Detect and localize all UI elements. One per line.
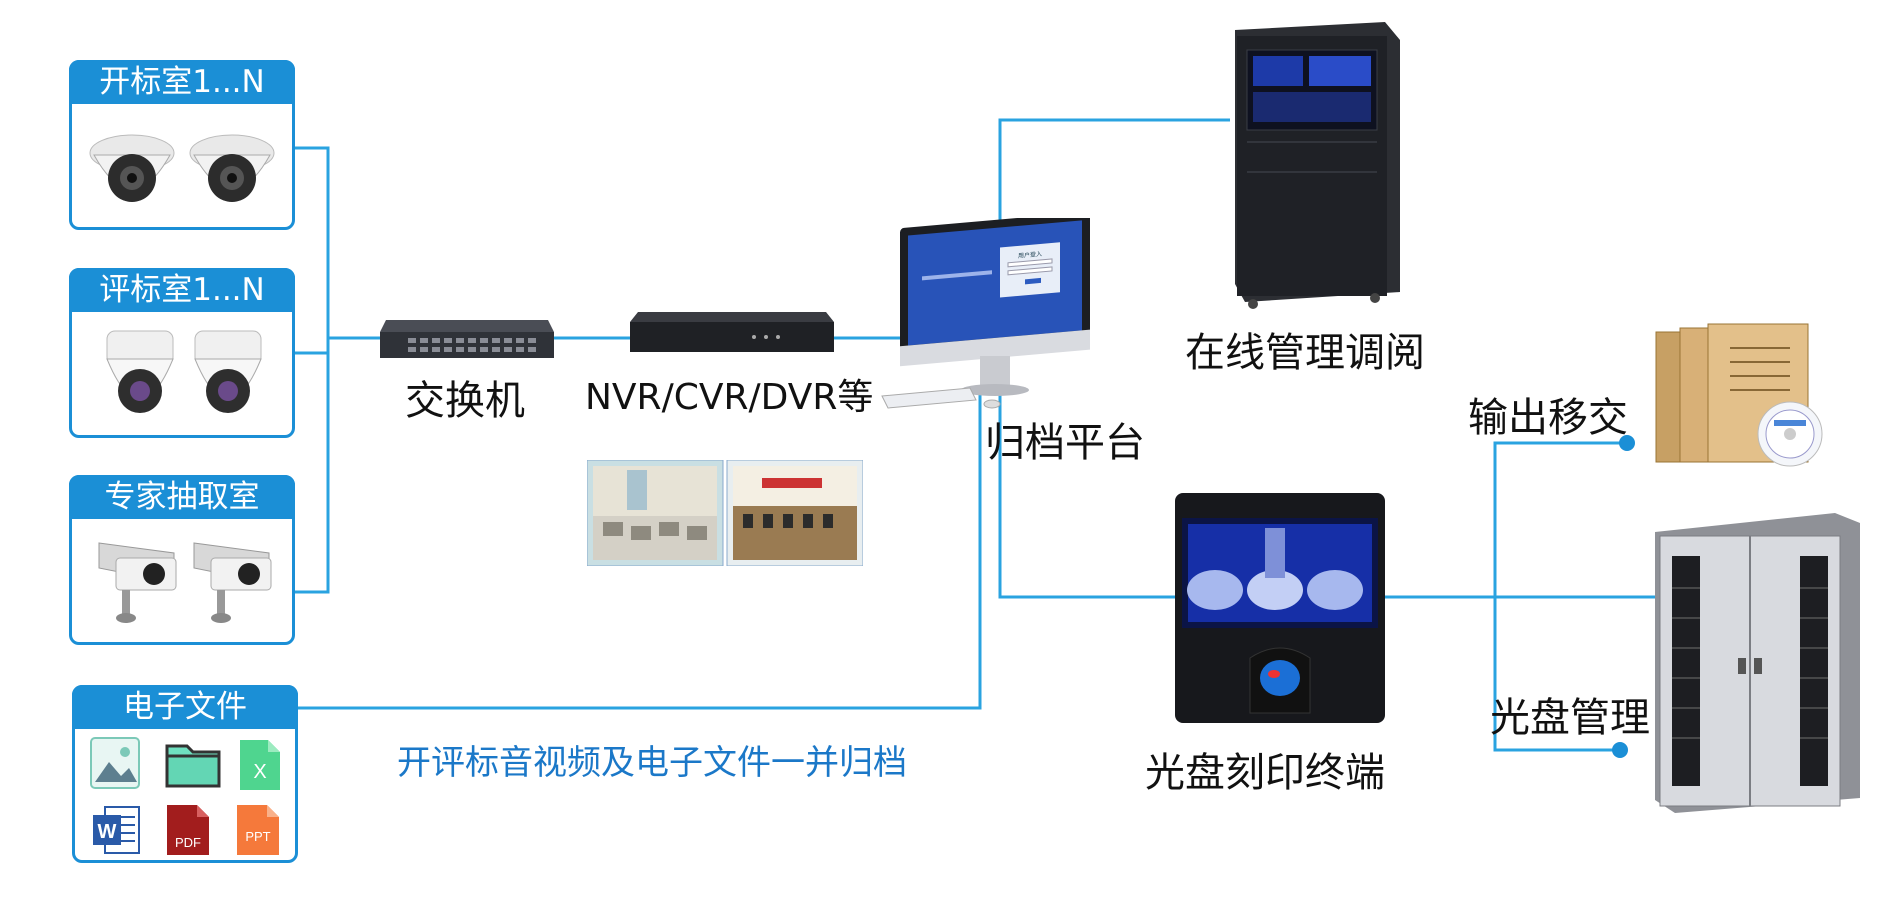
network-switch-icon — [380, 320, 554, 358]
disc-burning-label: 光盘刻印终端 — [1145, 750, 1385, 796]
ppt-label: PPT — [245, 829, 270, 844]
meeting-room-photo — [587, 460, 863, 566]
disc-management-label: 光盘管理 — [1490, 695, 1650, 741]
ptz-camera-icon — [106, 330, 262, 413]
login-title: 用户登入 — [1018, 250, 1042, 260]
bid-evaluation-room-panel: 评标室1...N — [69, 268, 295, 438]
word-file-icon: W — [93, 806, 140, 854]
bid-evaluation-room-title: 评标室1...N — [69, 268, 295, 312]
expert-room-title: 专家抽取室 — [69, 475, 295, 519]
switch-label: 交换机 — [405, 378, 525, 424]
online-management-label: 在线管理调阅 — [1185, 330, 1425, 376]
image-file-icon — [90, 737, 140, 789]
archive-platform-label: 归档平台 — [985, 420, 1145, 466]
server-cabinet-icon — [1235, 22, 1400, 309]
word-label: W — [98, 821, 117, 843]
computer-monitor-icon: 用户登入 — [881, 218, 1090, 409]
ppt-file-icon: PPT — [237, 805, 279, 855]
bullet-camera-icon — [98, 542, 272, 623]
nvr-recorder-icon — [630, 312, 834, 352]
electronic-files-title: 电子文件 — [72, 685, 298, 729]
excel-label: X — [253, 761, 266, 783]
output-transfer-label: 输出移交 — [1468, 395, 1628, 441]
archive-box-icon — [1655, 323, 1823, 467]
pdf-file-icon: PDF — [167, 805, 209, 855]
archive-caption: 开评标音视频及电子文件一并归档 — [397, 743, 907, 783]
disc-burner-icon — [1175, 493, 1385, 723]
bid-opening-room-panel: 开标室1...N — [69, 60, 295, 230]
expert-room-panel: 专家抽取室 — [69, 475, 295, 645]
electronic-files-panel: 电子文件 X W PDF PPT — [72, 685, 298, 863]
bid-opening-room-title: 开标室1...N — [69, 60, 295, 104]
pdf-label: PDF — [175, 835, 201, 850]
excel-file-icon: X — [240, 740, 280, 790]
folder-icon — [165, 744, 221, 788]
recorder-label: NVR/CVR/DVR等 — [585, 377, 874, 418]
dome-camera-icon — [89, 134, 275, 202]
disc-storage-cabinet-icon — [1655, 513, 1860, 813]
